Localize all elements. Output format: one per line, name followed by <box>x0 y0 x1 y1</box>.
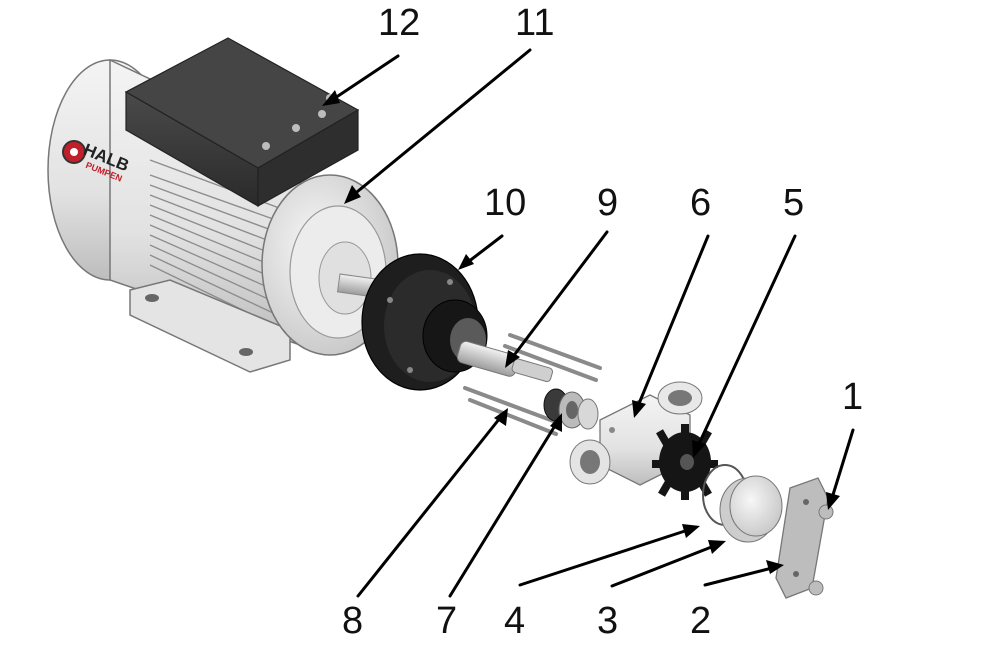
callout-1: 1 <box>842 376 864 418</box>
callout-6: 6 <box>690 182 712 224</box>
leader-4 <box>518 528 690 587</box>
leader-6 <box>636 234 710 408</box>
leader-2 <box>703 566 774 587</box>
leader-8 <box>356 416 502 598</box>
foot-bolt-hole <box>239 348 253 356</box>
leader-12 <box>330 54 400 102</box>
callout-11: 11 <box>515 2 555 44</box>
callout-4: 4 <box>504 600 526 642</box>
arrowhead-2 <box>766 560 784 574</box>
callout-2: 2 <box>690 600 712 642</box>
foot-bolt-hole <box>145 294 159 302</box>
leader-9 <box>510 230 609 360</box>
arrowhead-4 <box>682 524 700 538</box>
arrowheads <box>322 90 840 574</box>
leader-3 <box>610 544 716 588</box>
terminal-box-side <box>257 108 359 208</box>
arrowhead-1 <box>826 492 840 510</box>
callout-5: 5 <box>783 182 805 224</box>
cover-screw <box>818 504 834 520</box>
cover-plate <box>775 477 829 599</box>
arrowhead-9 <box>505 350 520 368</box>
terminal-screw <box>262 142 270 150</box>
callout-10: 10 <box>484 182 527 224</box>
arrowhead-7 <box>550 413 562 432</box>
shaft-seal <box>543 388 599 430</box>
arrowhead-3 <box>708 540 726 554</box>
drive-shaft-adapter <box>456 340 554 383</box>
arrowhead-5 <box>692 440 706 458</box>
callout-7: 7 <box>436 600 458 642</box>
leader-lines <box>330 48 855 598</box>
cover-screw <box>808 580 824 596</box>
leader-1 <box>830 428 855 500</box>
halb-logo-inner-icon <box>70 148 78 156</box>
terminal-screw <box>318 110 326 118</box>
leader-10 <box>466 234 504 264</box>
wear-plate <box>719 475 783 543</box>
callout-8: 8 <box>342 600 364 642</box>
leader-5 <box>696 234 797 448</box>
motor <box>47 37 399 373</box>
terminal-screw <box>292 124 300 132</box>
bracket-hole <box>447 279 453 285</box>
bracket-hole <box>387 297 393 303</box>
leader-11 <box>350 48 532 198</box>
callout-12: 12 <box>378 2 421 44</box>
leader-7 <box>448 422 558 598</box>
arrowhead-10 <box>458 254 474 270</box>
arrowhead-6 <box>632 400 646 418</box>
arrowhead-12 <box>322 90 340 106</box>
arrowhead-8 <box>494 408 508 426</box>
coupling-bracket <box>361 253 488 391</box>
bracket-hole <box>407 367 413 373</box>
impeller <box>652 424 718 500</box>
arrowhead-11 <box>344 185 361 204</box>
callout-3: 3 <box>597 600 619 642</box>
callout-9: 9 <box>597 182 619 224</box>
